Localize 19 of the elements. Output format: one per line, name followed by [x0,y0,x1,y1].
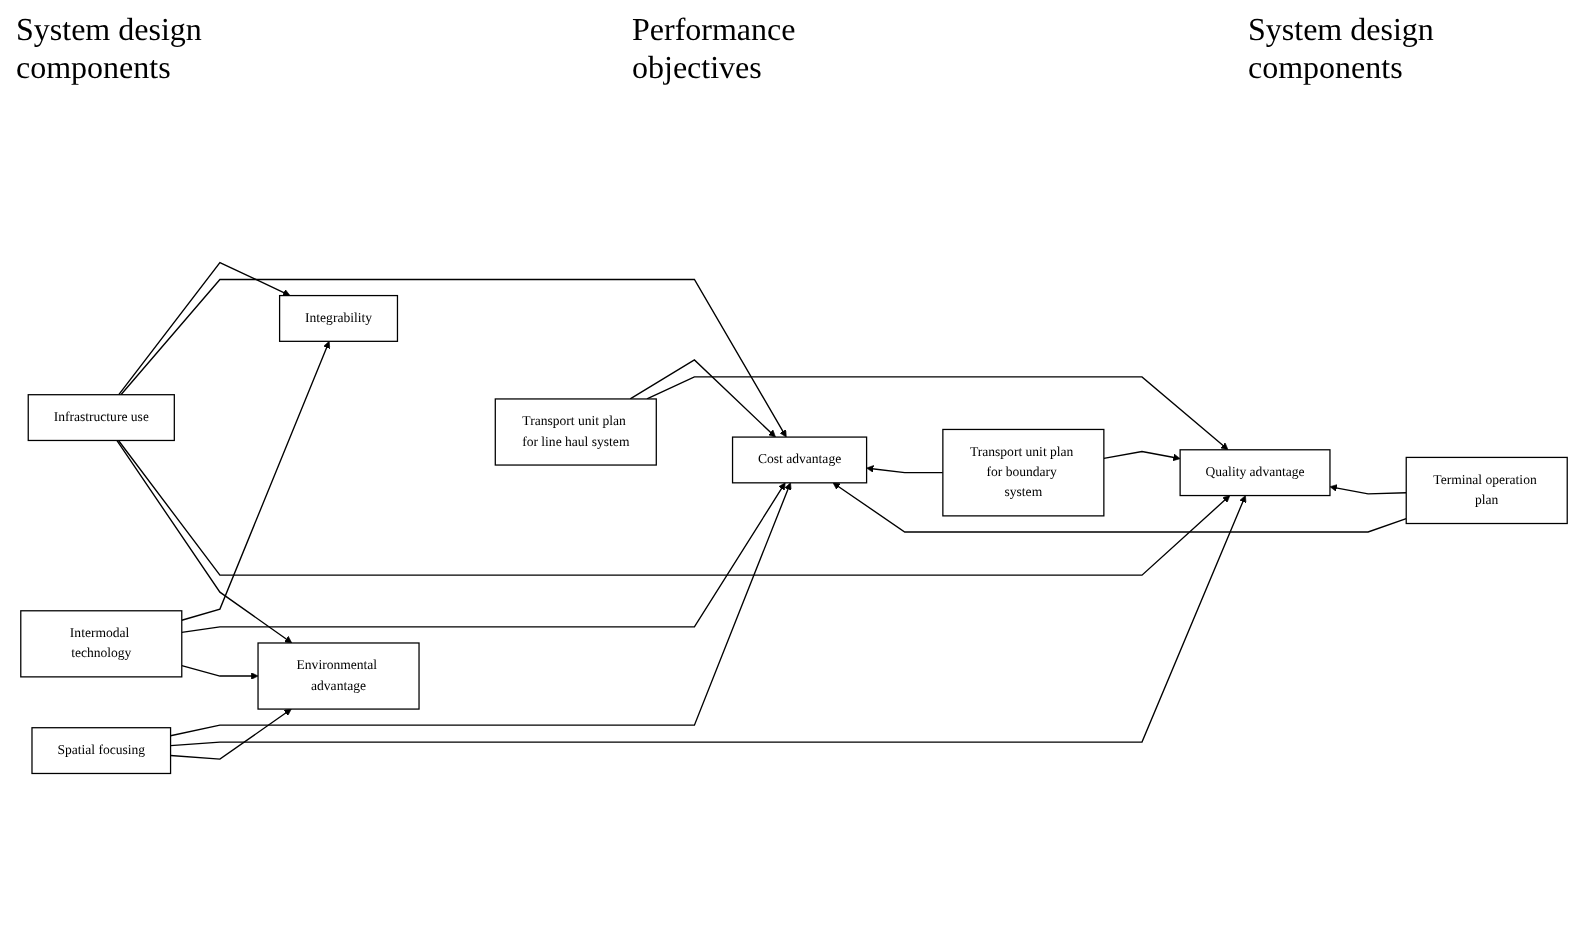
column-heading: System design components [16,12,204,91]
arrow [1329,484,1407,495]
column-heading: Performance objectives [632,12,798,91]
arrow [866,465,944,474]
arrow [169,495,1247,747]
arrow [832,482,1407,533]
arrow [1103,450,1181,462]
arrow [120,278,787,438]
column-heading: System design components [1248,12,1436,91]
arrow [181,665,259,680]
arrow [169,482,792,737]
arrow [646,376,1229,451]
arrow [181,482,786,633]
arrow [169,708,292,760]
arrow [629,359,776,438]
arrow [116,439,293,644]
arrow [117,439,1231,576]
arrow [118,261,291,396]
arrow [181,341,331,621]
